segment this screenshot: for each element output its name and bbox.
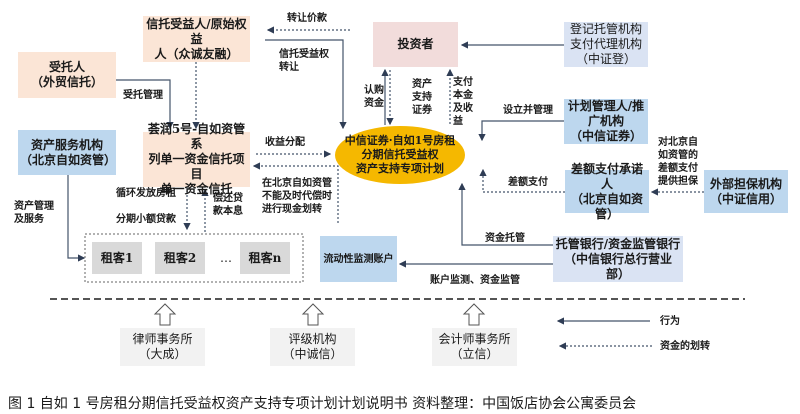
- lawyer-line2: （大成）: [138, 347, 187, 361]
- servicer-line1: 资产服务机构: [30, 137, 103, 152]
- label-asset-mgmt: 资产管理 及服务: [14, 201, 54, 225]
- trust-box: 荟润5号-自如资管系列单一资金信托项目单一资金信托: [143, 122, 250, 196]
- servicer-line2: （北京自如资管）: [20, 152, 117, 167]
- liquidity-account-box: 流动性监测账户: [320, 236, 397, 282]
- figure-caption: 图 1 自如 1 号房租分期信托受益权资产支持专项计划计划说明书 资料整理：中国…: [8, 396, 637, 412]
- tenant-ellipsis: …: [215, 242, 237, 274]
- servicer-box: 资产服务机构（北京自如资管）: [18, 130, 116, 175]
- beneficiary-line1: 信托受益人/原始权益: [146, 16, 247, 46]
- label-transfer-rights: 信托受益权 转让: [279, 49, 329, 73]
- ellipsis-label: …: [220, 250, 232, 265]
- lawyer-line1: 律师事务所: [132, 332, 193, 346]
- rating-line2: （中诚信）: [282, 347, 343, 361]
- tenant-group-border: [84, 233, 304, 283]
- label-guarantee: 对北京自 如资管的 差额支付 提供担保: [658, 137, 698, 187]
- legend-action: 行为: [660, 316, 680, 327]
- tenant-2: 租客2: [155, 242, 205, 274]
- trustee-box: 受托人（外贸信托）: [18, 52, 116, 98]
- rating-box: 评级机构（中诚信）: [270, 328, 355, 366]
- accountant-box: 会计师事务所（立信）: [432, 328, 517, 366]
- label-monitor: 账户监测、资金监管: [430, 275, 520, 286]
- trust-line1: 荟润5号-自如资管系: [147, 122, 246, 151]
- diff-payer-line1: 差额支付承诺人: [570, 161, 643, 191]
- trust-line2: 列单一资金信托项目: [148, 152, 245, 181]
- beneficiary-box: 信托受益人/原始权益人（众诚友融）: [143, 16, 250, 62]
- label-income-dist: 收益分配: [265, 137, 305, 148]
- label-custody: 资金托管: [485, 233, 525, 244]
- investor-label: 投资者: [397, 37, 434, 51]
- registrar-box: 登记托管机构支付代理机构（中证登）: [564, 22, 648, 67]
- guarantor-line2: （中证信用）: [709, 191, 782, 206]
- manager-line1: 计划管理人/推: [567, 99, 645, 113]
- custodian-box: 托管银行/资金监管银行（中信银行总行营业部）: [553, 236, 683, 282]
- label-establish: 设立并管理: [503, 105, 553, 116]
- rating-line1: 评级机构: [288, 332, 337, 346]
- label-subscribe: 认购 资金: [364, 85, 384, 109]
- manager-line2: 广机构: [587, 114, 624, 128]
- label-trust-mgmt: 受托管理: [123, 90, 163, 101]
- guarantor-line1: 外部担保机构: [709, 176, 782, 191]
- custodian-line1: 托管银行/资金监管银行: [555, 236, 681, 251]
- plan-line3: 资产支持专项计划: [356, 162, 444, 175]
- trustee-line1: 受托人: [48, 60, 85, 74]
- label-diff-pay: 差额支付: [508, 177, 548, 188]
- diff-payer-box: 差额支付承诺人（北京自如资管）: [565, 162, 649, 221]
- tenant-label: 租客1: [100, 250, 134, 265]
- tenant-n: 租客n: [240, 242, 290, 274]
- tenant-1: 租客1: [92, 242, 142, 274]
- legend-fund-transfer: 资金的划转: [660, 341, 710, 352]
- trust-line3: 单一资金信托: [160, 182, 233, 196]
- plan-line2: 分期信托受益权: [361, 148, 439, 161]
- plan-ellipse: 中信证券·自如1号房租分期信托受益权资产支持专项计划: [335, 126, 465, 184]
- accountant-line2: （立信）: [450, 347, 499, 361]
- label-cash-transfer: 在北京自如资管 不能及时代偿时 进行现金划转: [262, 178, 332, 215]
- plan-line1: 中信证券·自如1号房租: [344, 134, 456, 147]
- label-abs: 资产 支持 证券: [412, 79, 432, 116]
- manager-box: 计划管理人/推广机构（中信证券）: [564, 99, 648, 144]
- label-repay: 偿还贷 款本息: [213, 193, 243, 217]
- tenant-label: 租客2: [163, 250, 197, 265]
- liquidity-label: 流动性监测账户: [323, 253, 394, 265]
- diff-payer-line2: （北京自如资管）: [570, 191, 643, 221]
- registrar-line2: 支付代理机构: [569, 37, 642, 51]
- lawyer-box: 律师事务所（大成）: [120, 328, 205, 366]
- accountant-line1: 会计师事务所: [438, 332, 511, 346]
- label-pay-principal: 支付 本金 及收 益: [453, 77, 473, 127]
- investor-box: 投资者: [373, 22, 458, 67]
- trustee-line2: （外贸信托）: [30, 75, 103, 89]
- beneficiary-line2: 人（众诚友融）: [154, 46, 239, 61]
- manager-line3: （中信证券）: [569, 129, 642, 143]
- registrar-line3: （中证登）: [575, 52, 636, 66]
- label-transfer-price: 转让价款: [287, 13, 327, 24]
- custodian-line2: （中信银行总行营业部）: [563, 251, 672, 281]
- tenant-label: 租客n: [248, 250, 282, 265]
- registrar-line1: 登记托管机构: [569, 22, 642, 36]
- guarantor-box: 外部担保机构（中证信用）: [704, 170, 788, 213]
- label-loans: 循环发放房租 分期小额贷款: [116, 188, 176, 225]
